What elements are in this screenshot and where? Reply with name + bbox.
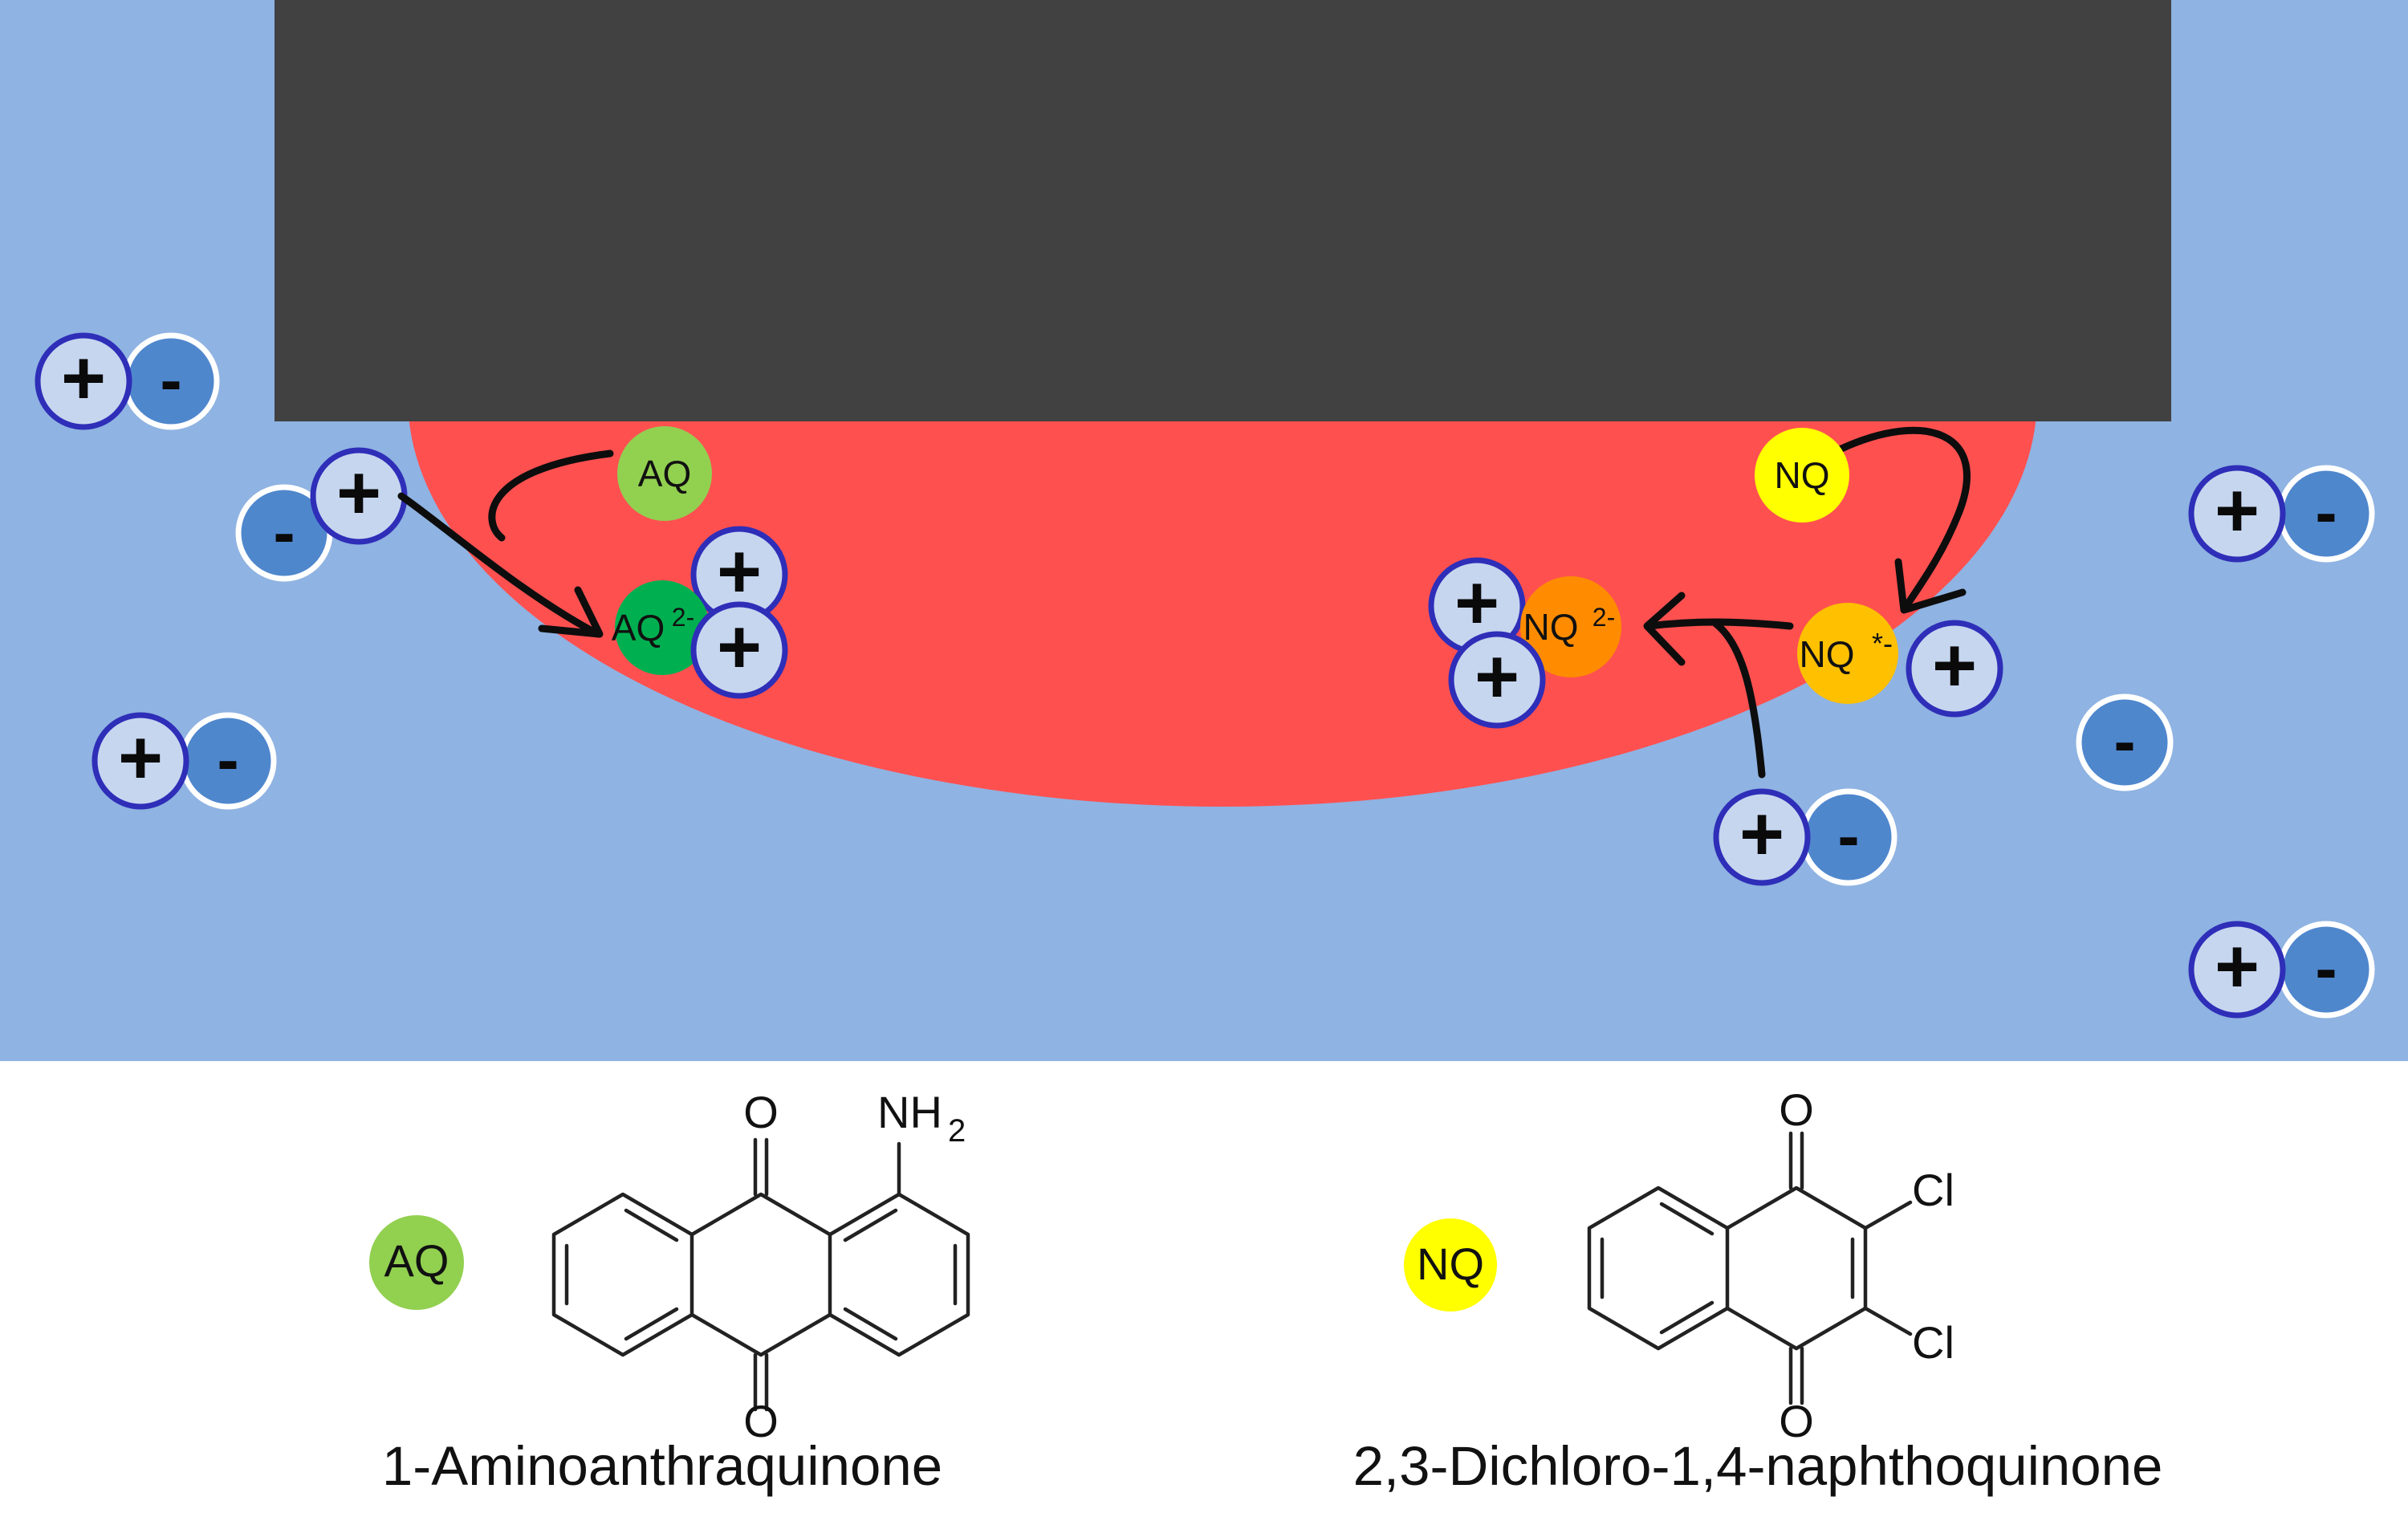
legend-aq-badge xyxy=(369,1215,464,1310)
legend-nq-name: 2,3-Dichloro-1,4-naphthoquinone xyxy=(1353,1435,2163,1497)
aq-oxygen-top: O xyxy=(743,1087,779,1137)
cation-sign: + xyxy=(2215,467,2260,553)
cation-sign: + xyxy=(2215,923,2260,1009)
arrow-aq-head xyxy=(538,586,604,638)
cation-sign: + xyxy=(1739,791,1784,876)
electrode xyxy=(275,0,2171,421)
cation xyxy=(690,601,788,699)
free-anion: - xyxy=(2076,693,2174,791)
legend-nq-badge xyxy=(1404,1218,1497,1312)
cation-sign: + xyxy=(717,604,762,689)
ion-pair: - + xyxy=(1713,788,1898,886)
nq-oxygen-bottom: O xyxy=(1779,1396,1814,1446)
aq-species: AQ + AQ 2- + xyxy=(612,426,788,699)
arrow-nq-dianion-head xyxy=(1643,592,1686,666)
cation-sign: + xyxy=(717,528,762,614)
anion xyxy=(2076,693,2174,791)
cation xyxy=(92,712,189,810)
nq-dianion xyxy=(1520,576,1621,677)
cation-sign: + xyxy=(118,714,163,800)
dichloronaphthoquinone-structure: O O Cl Cl xyxy=(1587,1084,1954,1446)
nq-chlorine-top: Cl xyxy=(1912,1165,1954,1215)
nq-oxygen-top: O xyxy=(1779,1084,1814,1135)
ion-layer: - + - + - + - + - xyxy=(35,332,2375,1019)
nq-chlorine-bond xyxy=(1863,1200,1913,1230)
anion-sign: - xyxy=(217,724,238,797)
aq-amine-label: NH xyxy=(877,1087,942,1137)
aq-amine-subscript: 2 xyxy=(948,1113,966,1149)
legend-aq-badge-label: AQ xyxy=(384,1235,449,1286)
nq-dianion-label: NQ xyxy=(1523,606,1579,648)
cation-sign: + xyxy=(1454,559,1499,645)
cation xyxy=(35,332,132,430)
arrows xyxy=(397,426,1971,779)
arrow-nq-reduction xyxy=(1836,426,1971,610)
nq-radical-anion xyxy=(1797,603,1898,704)
nq-radical-label: NQ xyxy=(1800,633,1855,675)
aq-center-ring xyxy=(689,1192,832,1237)
aq-label: AQ xyxy=(638,453,691,494)
nq-chlorine-bottom: Cl xyxy=(1912,1317,1954,1368)
arrow-radical-to-dianion xyxy=(1645,618,1794,630)
anion-sign: - xyxy=(2113,706,2135,779)
aq-center-ring xyxy=(689,1312,832,1357)
ion-pair: - + xyxy=(2188,465,2375,563)
nq-molecule xyxy=(1755,428,1849,523)
arrow-cation-to-aq xyxy=(397,492,602,638)
cation xyxy=(1713,788,1811,886)
aminoanthraquinone-structure: O O NH 2 xyxy=(551,1087,970,1446)
nq-benzene-inner-bond xyxy=(1659,1300,1714,1335)
aq-dianion xyxy=(615,580,710,675)
nq-radical-charge: *- xyxy=(1872,627,1893,660)
cation xyxy=(1448,631,1546,729)
aq-dianion-charge: 2- xyxy=(672,603,694,632)
anion-sign: - xyxy=(160,344,181,417)
cation-sign: + xyxy=(336,449,381,535)
nq-benzene-inner-bond xyxy=(1659,1202,1714,1236)
legend-nq-badge-label: NQ xyxy=(1417,1238,1484,1289)
anion-sign: - xyxy=(2315,933,2337,1006)
aq-dianion-label: AQ xyxy=(612,607,665,649)
cation-sign: + xyxy=(1932,622,1977,708)
anion-sign: - xyxy=(273,497,295,570)
ion-pair: - + xyxy=(35,332,220,430)
cation xyxy=(1906,620,2003,718)
cation xyxy=(2188,465,2286,563)
nq-species: NQ NQ *- + + NQ 2- + xyxy=(1428,428,2003,729)
anion-sign: - xyxy=(2315,477,2337,550)
arrow-aq-reduction xyxy=(488,449,614,542)
ion-pair: - + xyxy=(2188,921,2375,1019)
aq-molecule xyxy=(617,426,712,521)
nq-label: NQ xyxy=(1775,454,1830,496)
nq-dianion-charge: 2- xyxy=(1592,603,1615,632)
nq-quinone-ring xyxy=(1725,1186,1868,1351)
legend-aq-name: 1-Aminoanthraquinone xyxy=(382,1435,942,1497)
aq-left-ring-inner-bond xyxy=(624,1307,679,1341)
cation xyxy=(2188,921,2286,1019)
anion-sign: - xyxy=(1837,800,1859,873)
ion-pair: - + xyxy=(235,447,408,582)
aq-left-ring-inner-bond xyxy=(624,1208,679,1242)
ion-pair: - + xyxy=(92,712,277,810)
cation-sign: + xyxy=(61,335,106,421)
arrow-ion-to-dianion xyxy=(1710,618,1766,779)
aq-oxygen-bottom: O xyxy=(743,1396,779,1446)
legend-nq: NQ O O Cl Cl 2,3-Dichloro-1,4-naphthoqui… xyxy=(1353,1084,2163,1497)
arrow-nq-head xyxy=(1894,558,1967,614)
aq-right-ring-inner-bond xyxy=(843,1307,898,1341)
cation-sign: + xyxy=(1474,633,1519,719)
legend-aq: AQ O O NH 2 1-Aminoa xyxy=(369,1087,970,1497)
nq-chlorine-bond xyxy=(1863,1306,1913,1336)
aq-right-ring-inner-bond xyxy=(843,1208,898,1242)
